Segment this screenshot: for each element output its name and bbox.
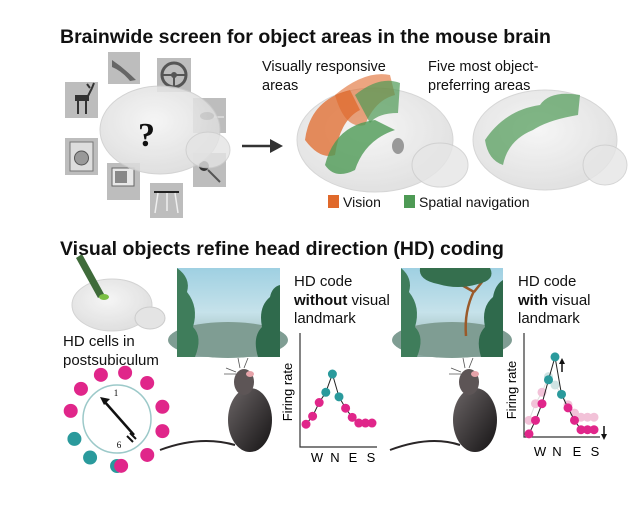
- label-line: HD cells in: [63, 333, 135, 350]
- clock-number-12: 1: [114, 388, 119, 398]
- label-line: HD code: [518, 273, 577, 290]
- hd-cell-dots: [63, 365, 170, 473]
- arrow-down-icon: [601, 426, 607, 440]
- data-point: [334, 392, 344, 402]
- mouse-without-landmark: [159, 357, 272, 452]
- chart1-axes: [299, 333, 377, 448]
- x-tick-label: S: [367, 450, 376, 465]
- brain-with-probe: [71, 254, 166, 332]
- legend-label-vision: Vision: [343, 194, 381, 210]
- stimulus-camera-icon: [107, 163, 140, 200]
- arrow-right-icon: [242, 139, 283, 153]
- chart1-ylabel: Firing rate: [280, 363, 295, 422]
- data-point: [360, 418, 370, 428]
- x-tick-label: W: [534, 444, 547, 459]
- scene-with-landmark: [392, 268, 512, 358]
- data-point: [544, 375, 553, 385]
- data-point: [531, 415, 540, 425]
- chart2-axes: [523, 333, 600, 438]
- data-point: [354, 418, 364, 428]
- hd-cell-dot: [155, 399, 170, 414]
- data-point: [550, 352, 560, 362]
- hd-cell-dot: [73, 381, 88, 396]
- data-point: [327, 369, 337, 379]
- scene-without-landmark: [168, 268, 288, 358]
- hd-cell-dot: [155, 424, 170, 439]
- section2-title: Visual objects refine head direction (HD…: [60, 238, 504, 260]
- arrow-up-icon: [559, 358, 565, 372]
- data-point: [341, 403, 351, 413]
- brain-visually-responsive: [296, 74, 469, 193]
- head-direction-compass: 1 6: [82, 384, 152, 454]
- hd-cell-dot: [118, 365, 133, 380]
- data-point: [321, 387, 331, 397]
- label-with-landmark: HD code with visual landmark: [518, 273, 591, 329]
- data-point: [570, 415, 579, 425]
- hd-cell-dot: [93, 367, 108, 382]
- baseline-point: [589, 412, 599, 422]
- x-tick-label: N: [330, 450, 339, 465]
- data-point: [347, 412, 357, 422]
- stimulus-washing-machine-icon: [65, 138, 98, 175]
- label-line: with visual: [518, 291, 591, 309]
- label-object-preferring: Five most object- preferring areas: [428, 58, 538, 95]
- label-line: HD code: [294, 273, 353, 290]
- legend-swatch-vision: [328, 195, 339, 208]
- label-line: Five most object-: [428, 59, 539, 75]
- stimulus-deer-icon: [65, 82, 98, 118]
- data-point: [583, 425, 592, 435]
- brain-object-preferring: [472, 89, 628, 191]
- label-line: preferring areas: [428, 77, 531, 94]
- data-point: [589, 425, 599, 435]
- data-point: [314, 398, 324, 408]
- x-tick-label: S: [591, 444, 600, 459]
- x-tick-label: W: [311, 450, 324, 465]
- hd-cell-dot: [67, 431, 82, 446]
- label-line: landmark: [518, 310, 580, 327]
- brain-outline-screen: [99, 85, 231, 175]
- x-tick-label: N: [552, 444, 561, 459]
- stimulus-eagle-icon: [108, 52, 140, 84]
- label-without-landmark: HD code without visual landmark: [294, 273, 390, 329]
- legend-swatch-spatial-navigation: [404, 195, 415, 208]
- baseline-point: [583, 412, 592, 422]
- hd-cell-dot: [83, 450, 98, 465]
- question-mark: ?: [138, 117, 155, 154]
- data-point: [576, 425, 586, 435]
- label-visually-responsive: Visually responsive areas: [262, 58, 386, 95]
- label-line: areas: [262, 77, 299, 94]
- section1-title: Brainwide screen for object areas in the…: [60, 26, 551, 48]
- data-point: [524, 429, 534, 439]
- hd-cell-dot: [140, 447, 155, 462]
- label-line: postsubiculum: [63, 351, 159, 369]
- baseline-point: [531, 399, 540, 409]
- stimulus-table-icon: [150, 183, 183, 218]
- hd-cell-dot: [114, 458, 129, 473]
- data-point: [308, 411, 318, 421]
- clock-number-6: 6: [117, 440, 122, 450]
- data-point: [301, 419, 311, 429]
- label-hd-cells: HD cells in postsubiculum: [63, 333, 159, 370]
- data-point: [537, 399, 547, 409]
- baseline-point: [550, 380, 560, 390]
- legend-label-spatial-navigation: Spatial navigation: [419, 194, 530, 210]
- label-line: without visual: [294, 291, 390, 309]
- baseline-point: [524, 415, 534, 425]
- label-line: Visually responsive: [262, 59, 386, 75]
- x-tick-label: E: [573, 444, 582, 459]
- mouse-with-landmark: [389, 357, 497, 452]
- data-point: [563, 403, 573, 413]
- data-point: [557, 389, 566, 399]
- hd-cell-dot: [63, 403, 78, 418]
- hd-cell-dot: [140, 375, 155, 390]
- data-point: [367, 418, 377, 428]
- label-line: landmark: [294, 310, 356, 327]
- chart2-ylabel: Firing rate: [504, 361, 519, 420]
- x-tick-label: E: [349, 450, 358, 465]
